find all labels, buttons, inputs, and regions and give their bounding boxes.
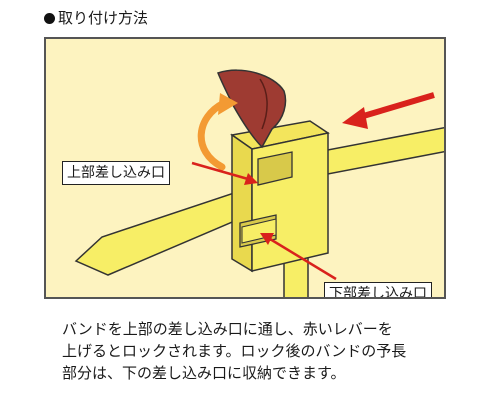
heading-text: 取り付け方法 [58, 9, 149, 27]
upper-slot-pointer-head [244, 173, 258, 185]
upper-slot-label: 上部差し込み口 [62, 161, 170, 185]
rotation-arrow [197, 99, 228, 171]
cable-tie-diagram [74, 69, 444, 297]
lower-slot-pointer [269, 237, 337, 281]
section-heading: 取り付け方法 [44, 8, 148, 28]
red-lever [217, 69, 287, 149]
insert-arrow-head [342, 107, 368, 129]
description: バンドを上部の差し込み口に通し、赤いレバーを 上げるとロックされます。ロック後の… [62, 318, 462, 384]
description-line-3: 部分は、下の差し込み口に収納できます。 [62, 364, 346, 382]
diagram-panel: 上部差し込み口 下部差し込み口 [44, 37, 446, 299]
red-lever-ridge [259, 78, 268, 130]
head-front-face [231, 133, 253, 273]
lower-slot-label: 下部差し込み口 [324, 282, 432, 297]
rotation-arrow-head [218, 93, 238, 115]
insert-arrow-shaft [359, 92, 435, 120]
description-line-1: バンドを上部の差し込み口に通し、赤いレバーを [62, 320, 393, 338]
upper-slot [257, 151, 293, 186]
bullet-icon [44, 13, 55, 24]
description-line-2: 上げるとロックされます。ロック後のバンドの予長 [62, 342, 407, 360]
band-tail-strip [74, 188, 260, 276]
lower-slot-pointer-head [260, 233, 274, 245]
upper-slot-pointer [191, 161, 249, 181]
